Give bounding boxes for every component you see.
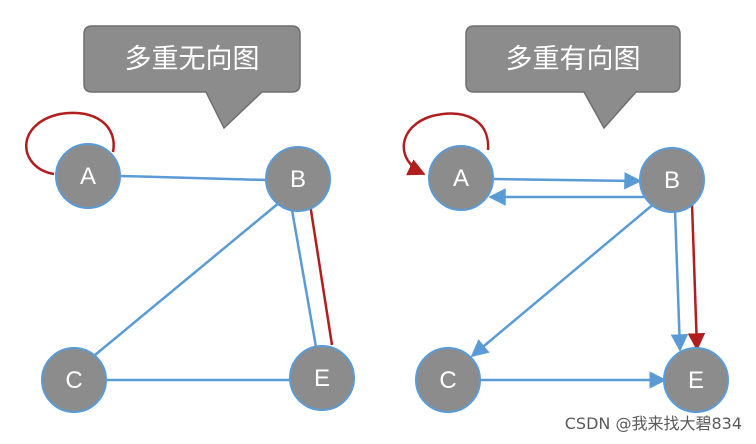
node-label: E (314, 365, 330, 392)
edge-B-C (94, 201, 281, 356)
node-C-undirected: C (41, 347, 107, 413)
node-A-directed: A (428, 145, 494, 211)
callout-undirected-shape (83, 25, 301, 130)
edge-B-to-C (470, 201, 657, 358)
directed-multigraph: 多重有向图 A B C E (402, 25, 729, 413)
node-label: A (453, 165, 469, 192)
edge-B-E-blue (290, 209, 318, 348)
watermark-text: CSDN @我来找大碧834 (564, 414, 742, 433)
node-A-undirected: A (55, 143, 121, 209)
node-label: B (290, 166, 306, 193)
edge-A-to-B (493, 172, 642, 190)
node-label: C (439, 367, 456, 394)
callout-directed-shape (465, 25, 681, 130)
node-B-undirected: B (265, 146, 331, 212)
callout-undirected-title: 多重无向图 (125, 44, 260, 75)
node-label: E (688, 367, 704, 394)
edge-A-A-self-loop (25, 111, 115, 176)
edge-B-to-E-red (687, 203, 706, 351)
node-E-directed: E (663, 347, 729, 413)
edge-A-B (120, 174, 267, 182)
node-label: B (664, 167, 680, 194)
node-C-directed: C (415, 347, 481, 413)
node-label: C (65, 367, 82, 394)
node-E-undirected: E (289, 345, 355, 411)
node-label: A (80, 163, 96, 190)
callout-directed: 多重有向图 (465, 25, 681, 130)
callout-undirected: 多重无向图 (83, 25, 301, 130)
callout-directed-title: 多重有向图 (506, 44, 641, 75)
edge-A-A-self-loop-directed (402, 112, 490, 176)
node-B-directed: B (639, 147, 705, 213)
edge-B-to-E-blue (670, 209, 689, 352)
edge-B-E-red (308, 203, 334, 346)
undirected-multigraph: 多重无向图 A B C E (25, 25, 355, 413)
